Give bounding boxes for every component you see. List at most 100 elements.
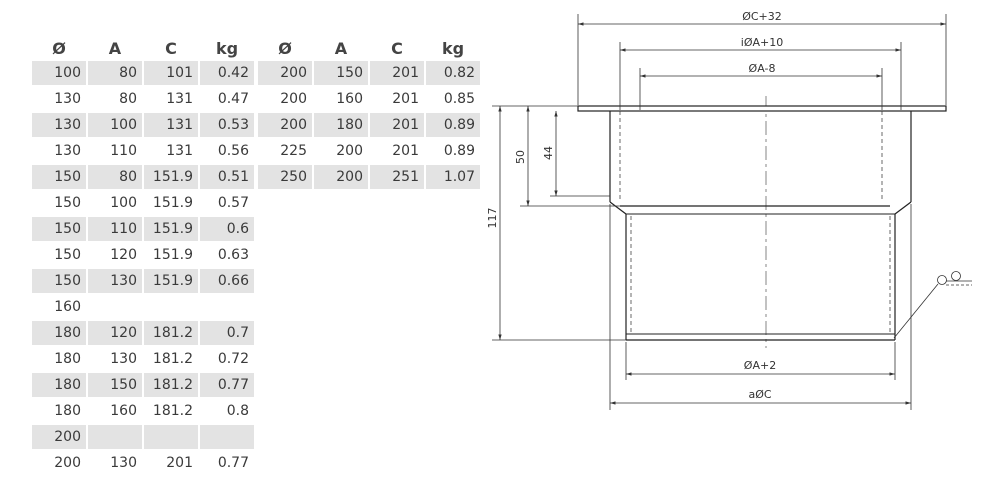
table-cell: 80 <box>88 165 142 189</box>
table-cell: 180 <box>54 403 81 419</box>
table-cell: 151.9 <box>144 165 198 189</box>
table-cell: 200 <box>32 425 86 449</box>
column-header: A <box>108 38 122 58</box>
dim-label-bottom-a2: ØA+2 <box>744 359 776 372</box>
table-cell: 200 <box>258 61 312 85</box>
table-cell: 150 <box>32 217 86 241</box>
table-cell: 1.07 <box>426 165 480 189</box>
table-cell: 0.51 <box>200 165 254 189</box>
table-cell: 101 <box>144 61 198 85</box>
table-cell: 0.47 <box>217 91 249 107</box>
shoulder-right <box>894 201 912 215</box>
table-cell: 251 <box>370 165 424 189</box>
table-cell: 131 <box>166 143 193 159</box>
column-header: A <box>334 38 348 58</box>
table-cell: 110 <box>88 217 142 241</box>
dim-label-height-117: 117 <box>486 208 499 229</box>
table-cell: 151.9 <box>152 195 193 211</box>
table-cell: 0.42 <box>200 61 254 85</box>
flange-plate <box>577 105 947 112</box>
table-cell <box>144 295 198 319</box>
column-header: C <box>165 38 177 58</box>
table-cell: 150 <box>314 61 368 85</box>
table-cell: 0.72 <box>217 351 249 367</box>
weld-circle-2 <box>951 271 961 281</box>
dim-label-top-small: ØA-8 <box>749 62 776 75</box>
table-cell: 201 <box>370 61 424 85</box>
table-cell: 0.66 <box>200 269 254 293</box>
table-cell: 160 <box>336 91 363 107</box>
table-cell: 131 <box>144 113 198 137</box>
table-cell: 130 <box>54 143 81 159</box>
table-cell: 200 <box>258 113 312 137</box>
table-cell: 80 <box>119 91 137 107</box>
column-header: kg <box>441 38 465 58</box>
column-header: C <box>391 38 403 58</box>
table-cell: 150 <box>32 269 86 293</box>
table-cell <box>200 295 254 319</box>
weld-leader <box>893 283 939 339</box>
table-cell: 180 <box>32 321 86 345</box>
table-row: 150 120 151.9 0.63 <box>32 243 254 267</box>
column-header: kg <box>215 38 239 58</box>
dim-label-bottom-c: aØC <box>748 388 771 401</box>
dim-label-top-inner: iØA+10 <box>741 36 783 49</box>
table-cell: 100 <box>110 195 137 211</box>
table-cell: 180 <box>32 373 86 397</box>
table-cell: 151.9 <box>144 217 198 241</box>
table-cell: 150 <box>54 195 81 211</box>
table-row: 200 <box>32 425 254 449</box>
table-cell: 0.82 <box>426 61 480 85</box>
table-row: 150 100 151.9 0.57 <box>32 191 254 215</box>
table-cell: 181.2 <box>144 373 198 397</box>
table-cell: 181.2 <box>144 321 198 345</box>
table-cell: 151.9 <box>152 247 193 263</box>
table-cell: 150 <box>88 373 142 397</box>
shoulder-left <box>609 201 627 215</box>
table-cell: 131 <box>166 91 193 107</box>
table-cell: 130 <box>110 455 137 471</box>
table-cell: 181.2 <box>152 403 193 419</box>
dim-label-height-44: 44 <box>542 146 555 160</box>
table-cell: 250 <box>258 165 312 189</box>
table-cell <box>88 425 142 449</box>
table-cell: 201 <box>370 113 424 137</box>
table-cell <box>88 295 142 319</box>
table-cell: 180 <box>314 113 368 137</box>
table-cell: 0.63 <box>217 247 249 263</box>
table-cell: 0.77 <box>217 455 249 471</box>
table-cell: 130 <box>110 351 137 367</box>
table-cell: 130 <box>32 113 86 137</box>
table-cell: 180 <box>54 351 81 367</box>
table-cell: 0.7 <box>200 321 254 345</box>
column-header: Ø <box>52 38 66 58</box>
table-cell: 120 <box>110 247 137 263</box>
table-cell: 0.8 <box>226 403 249 419</box>
table-cell: 80 <box>88 61 142 85</box>
table-cell: 100 <box>88 113 142 137</box>
table-cell <box>144 425 198 449</box>
table-cell: 100 <box>32 61 86 85</box>
table-cell: 150 <box>54 247 81 263</box>
table-cell: 160 <box>54 299 81 315</box>
table-cell: 150 <box>32 165 86 189</box>
weld-circle <box>937 275 947 285</box>
table-cell: 0.57 <box>217 195 249 211</box>
